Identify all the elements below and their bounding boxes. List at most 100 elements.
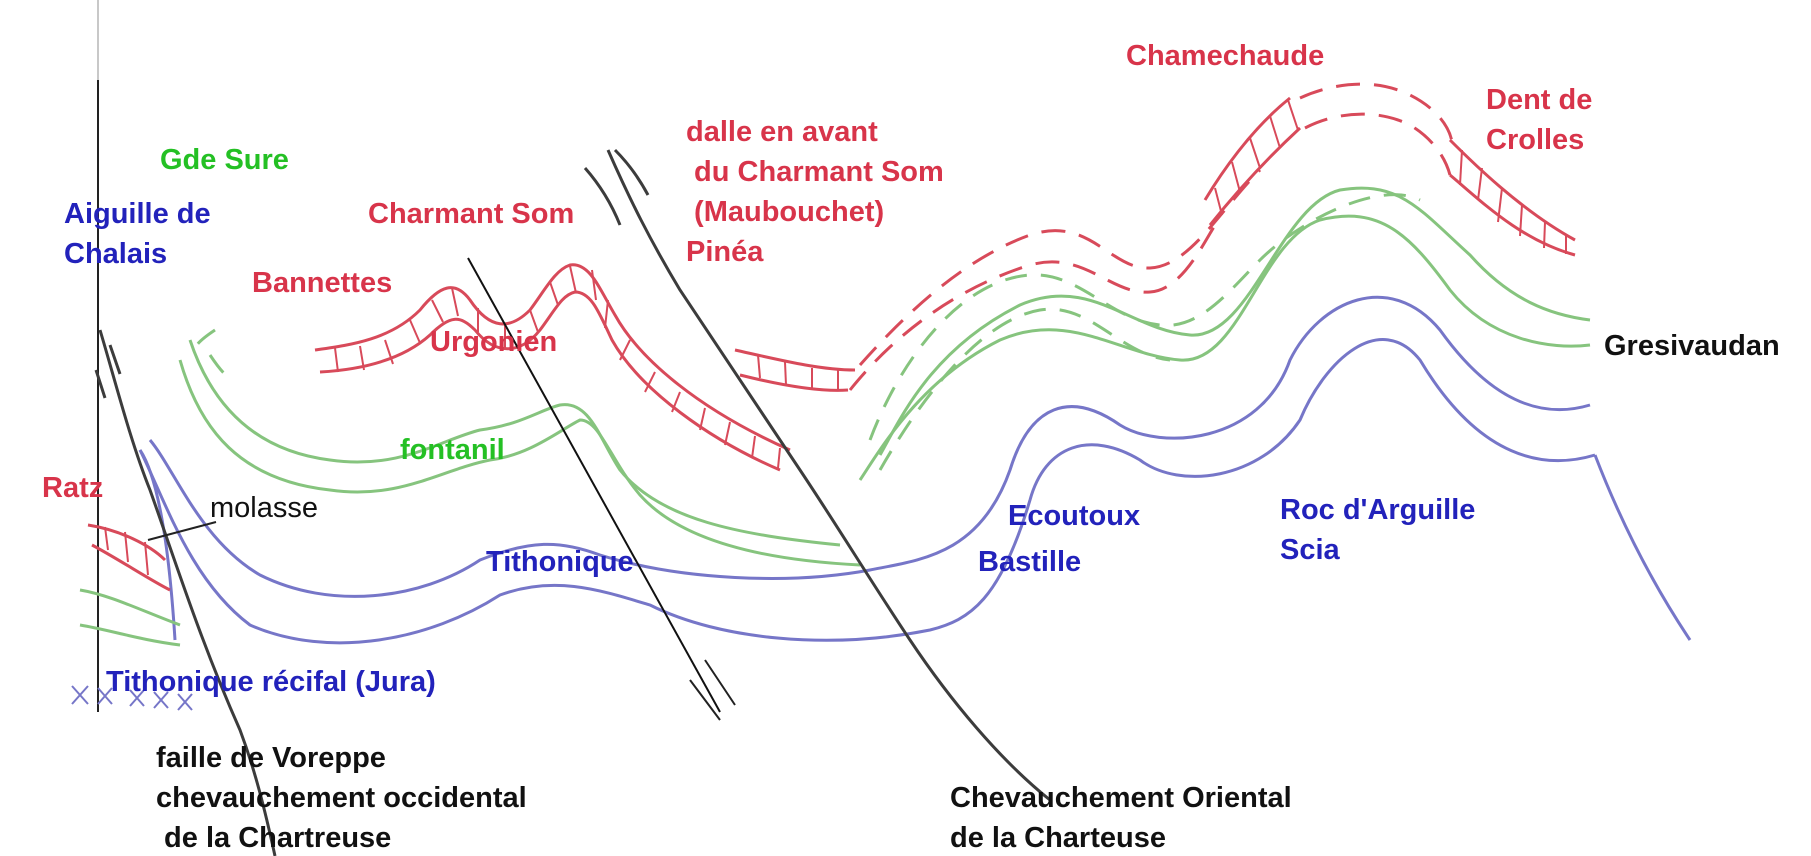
label-pinea: Pinéa [686,236,764,268]
hatch [644,371,656,393]
label-ratz: Ratz [42,472,104,504]
hatch [1497,187,1503,223]
urgonien-lower-line [319,290,781,472]
label-scia: Scia [1280,534,1340,566]
hatch [619,339,631,361]
fault-arrow-voreppe-1 [94,344,122,399]
hatch [724,421,731,446]
tithonique-layer-lines [138,295,1692,645]
label-aiguille-de-chalais-2: Chalais [64,238,168,270]
cross-mark [153,691,169,709]
label-gde-sure: Gde Sure [160,144,289,176]
fault-arrow-oriental-1 [583,148,650,226]
cross-mark [129,689,145,707]
recifal-cross-marks [71,685,193,711]
gde-sure-dashed [192,328,233,382]
hatch [529,309,539,333]
hatch [334,347,339,373]
hatch [671,391,681,413]
cross-mark [97,687,113,705]
label-bannettes: Bannettes [252,267,393,299]
hatch [1269,115,1281,149]
fontanil-layer-lines [79,186,1591,647]
hatch [1459,149,1463,186]
urgonien-projected-upper [858,168,1262,366]
fontanil-projected-upper [868,193,1421,441]
dent-upper-line [1448,138,1576,242]
ratz-upper-line [87,523,167,562]
urgonien-projected-lower [848,224,1217,391]
label-faille-voreppe-1: faille de Voreppe [156,742,386,774]
label-aiguille-de-chalais-1: Aiguille de [64,198,211,230]
hatch [699,407,706,431]
molasse-pointer [147,521,217,541]
label-faille-voreppe-2: chevauchement occidental [156,782,527,814]
hatch [384,339,394,365]
tithonique-upper-line [148,295,1591,598]
urgonien-projected-crest-2 [1304,112,1452,176]
hatch [359,345,365,371]
urgonien-hatching [104,99,1567,576]
chamechaude-upper-line [1203,96,1291,201]
label-dalle-3: (Maubouchet) [686,196,885,228]
label-chevauchement-oriental-2: de la Charteuse [950,822,1166,854]
hatch [1287,99,1299,131]
hatch [751,435,756,459]
dalle-upper-line [734,348,856,372]
hatch [1519,204,1523,237]
fontanil-east-upper [878,186,1591,456]
label-dalle-2: du Charmant Som [686,156,944,188]
tithonique-end-east [1593,454,1692,641]
hatch [1477,167,1483,201]
fontanil-lower-line [178,359,861,567]
ratz-lower-line [91,543,171,592]
hatch [104,526,109,551]
cross-mark [177,693,193,711]
hatch [777,447,781,469]
hatch [144,541,149,576]
label-roc-d-arguille: Roc d'Arguille [1280,494,1476,526]
label-tithonique-recifal: Tithonique récifal (Jura) [106,666,436,698]
label-chevauchement-oriental-1: Chevauchement Oriental [950,782,1292,814]
cross-mark [71,685,89,705]
fontanil-upper-line [188,339,841,547]
label-ecoutoux: Ecoutoux [1008,500,1141,532]
hatch [1231,161,1241,193]
hatch [451,287,459,317]
fontanil-projected-lines [192,193,1421,471]
faille-de-voreppe [98,329,277,856]
hatch [757,354,761,379]
fault-lines [94,148,1051,856]
chamechaude-lower-line [1208,126,1302,226]
label-fontanil: fontanil [400,434,505,466]
dent-lower-line [1449,173,1576,257]
hatch [591,269,597,301]
urgonien-projected-crest-1 [1299,82,1454,143]
label-dent-de-crolles-2: Crolles [1486,124,1585,156]
hatch [409,319,421,344]
hatch [124,531,129,563]
fontanil-east-lower [858,214,1591,481]
urgonien-projected-lines [848,82,1454,391]
hatch [431,299,444,323]
hatch [1249,137,1261,169]
label-chamechaude: Chamechaude [1126,40,1325,72]
urgonien-axis-line [467,257,721,713]
oriental-fault-arrow-thin [689,659,736,721]
hatch [604,299,609,329]
label-gresivaudan: Gresivaudan [1604,330,1780,362]
fontanil-ratz-line-2 [79,623,181,647]
fontanil-ratz-line-1 [79,588,181,627]
label-dalle-1: dalle en avant [686,116,878,148]
label-faille-voreppe-3: de la Chartreuse [156,822,392,854]
label-tithonique: Tithonique [486,546,634,578]
hatch [549,281,559,306]
hatch [569,265,577,294]
hatch [1214,187,1223,216]
label-urgonien: Urgonien [430,326,558,358]
dalle-lower-line [739,373,849,392]
chevauchement-oriental [606,149,1051,802]
hatch [784,361,787,386]
